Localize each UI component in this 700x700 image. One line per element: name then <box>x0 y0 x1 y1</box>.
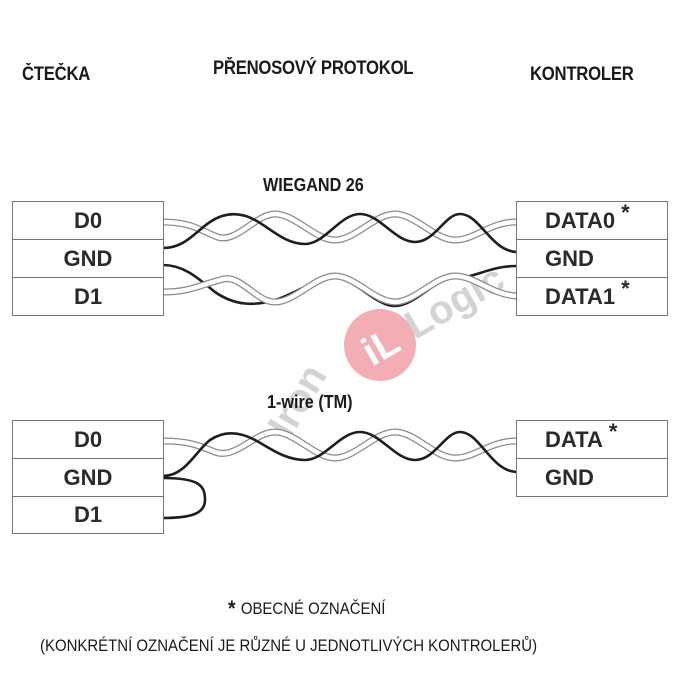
wiegand-pair-gnd-d1 <box>159 263 520 308</box>
controller-pin-data1: DATA1 * <box>517 275 667 315</box>
wiegand-pair-d0-gnd <box>159 210 520 254</box>
controller-pin-gnd: GND <box>517 240 667 278</box>
watermark-badge-icon <box>344 309 416 381</box>
controller-pin-data0: DATA0 * <box>517 199 667 240</box>
controller-column-header: KONTROLER <box>530 64 634 85</box>
asterisk-note: * <box>621 199 630 225</box>
footnote-line-2: (KONKRÉTNÍ OZNAČENÍ JE RŮZNÉ U JEDNOTLIV… <box>40 636 538 655</box>
reader-pin-gnd: GND <box>13 240 163 278</box>
reader-column-header: ČTEČKA <box>22 64 91 85</box>
reader-pin-d1: D1 <box>73 283 103 309</box>
footnote-line-1: *OBECNÉ OZNAČENÍ <box>228 594 386 621</box>
onewire-reader-terminal: D0 GND D1 <box>12 420 164 534</box>
footnote-text: OBECNÉ OZNAČENÍ <box>240 599 386 618</box>
wiegand-reader-terminal: D0 GND D1 <box>12 201 164 316</box>
wiegand-controller-terminal: DATA0 * GND DATA1 * <box>516 199 668 316</box>
controller-pin-data: DATA * <box>517 418 667 459</box>
pin-label: DATA1 <box>545 283 616 309</box>
pin-label: GND <box>545 464 594 490</box>
onewire-jumper-gnd-d1 <box>162 476 207 520</box>
pin-label: DATA <box>545 426 603 452</box>
pin-label: GND <box>545 245 594 271</box>
reader-pin-d0: D0 <box>13 421 163 459</box>
reader-pin-d1: D1 <box>73 502 103 527</box>
onewire-controller-terminal: DATA * GND <box>516 418 668 497</box>
reader-pin-gnd: GND <box>13 459 163 497</box>
protocol-column-header: PŘENOSOVÝ PROTOKOL <box>213 58 414 79</box>
controller-pin-gnd: GND <box>517 459 667 496</box>
wiegand-title: WIEGAND 26 <box>263 175 364 195</box>
onewire-pair-d0-gnd <box>159 428 520 478</box>
asterisk-note: * <box>608 418 618 444</box>
pin-label: DATA0 <box>545 207 616 233</box>
asterisk-note: * <box>621 275 630 301</box>
reader-pin-d0: D0 <box>13 202 163 240</box>
footnote-asterisk: * <box>228 596 236 621</box>
onewire-title: 1-wire (TM) <box>267 392 353 412</box>
